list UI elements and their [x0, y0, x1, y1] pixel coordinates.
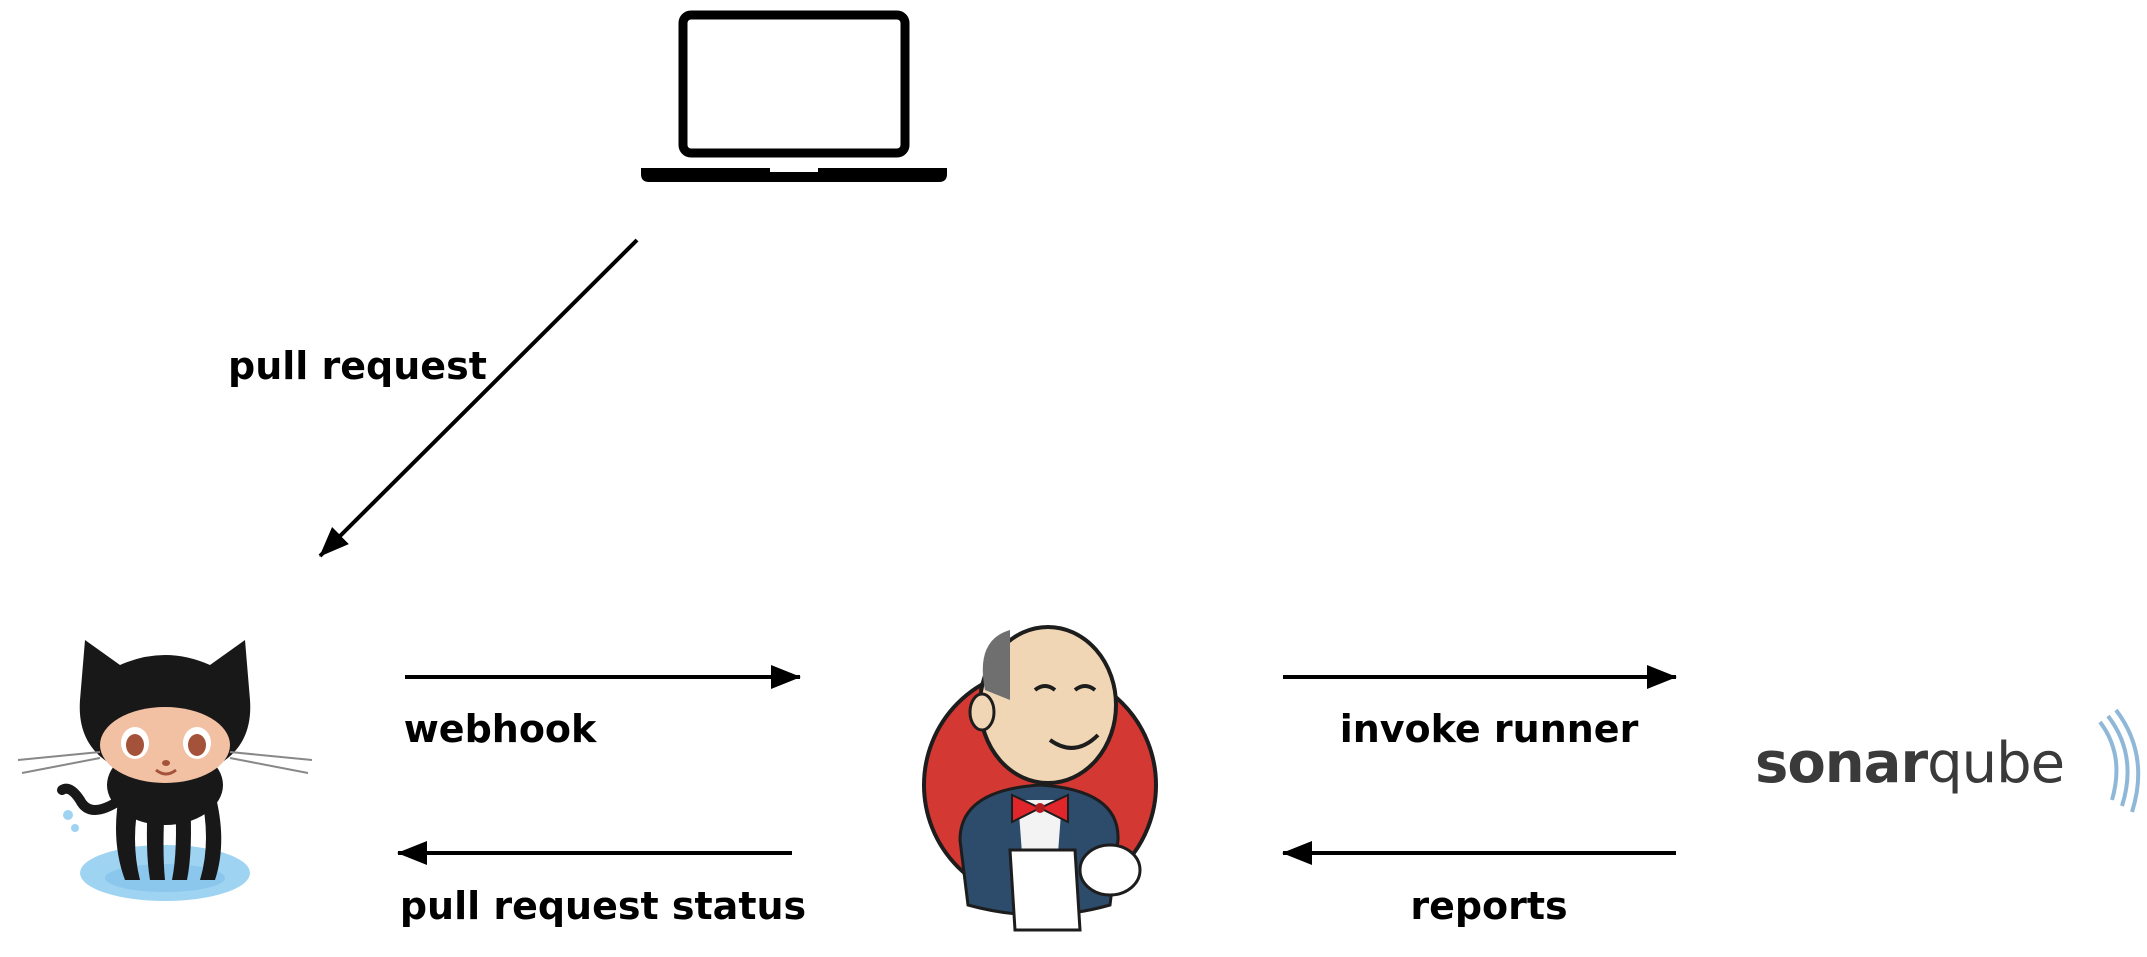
sonarqube-wordmark-bold: sonar: [1755, 731, 1928, 796]
sonarqube-waves-icon: [2098, 708, 2141, 813]
edge-label-reports: reports: [1410, 884, 1568, 928]
edge-label-invoke-runner: invoke runner: [1339, 707, 1639, 751]
laptop-icon: [641, 10, 947, 182]
edge-pull-request-arrow: [318, 238, 639, 558]
github-octocat-icon: [17, 640, 313, 901]
edge-label-pull-request: pull request: [228, 344, 487, 388]
sonarqube-wordmark-light: qube: [1927, 731, 2065, 796]
sonarqube-logo: sonarqube: [1755, 736, 2065, 792]
jenkins-butler-icon: [922, 625, 1158, 932]
edge-label-pull-request-status: pull request status: [399, 884, 807, 928]
edge-label-webhook: webhook: [403, 707, 597, 751]
